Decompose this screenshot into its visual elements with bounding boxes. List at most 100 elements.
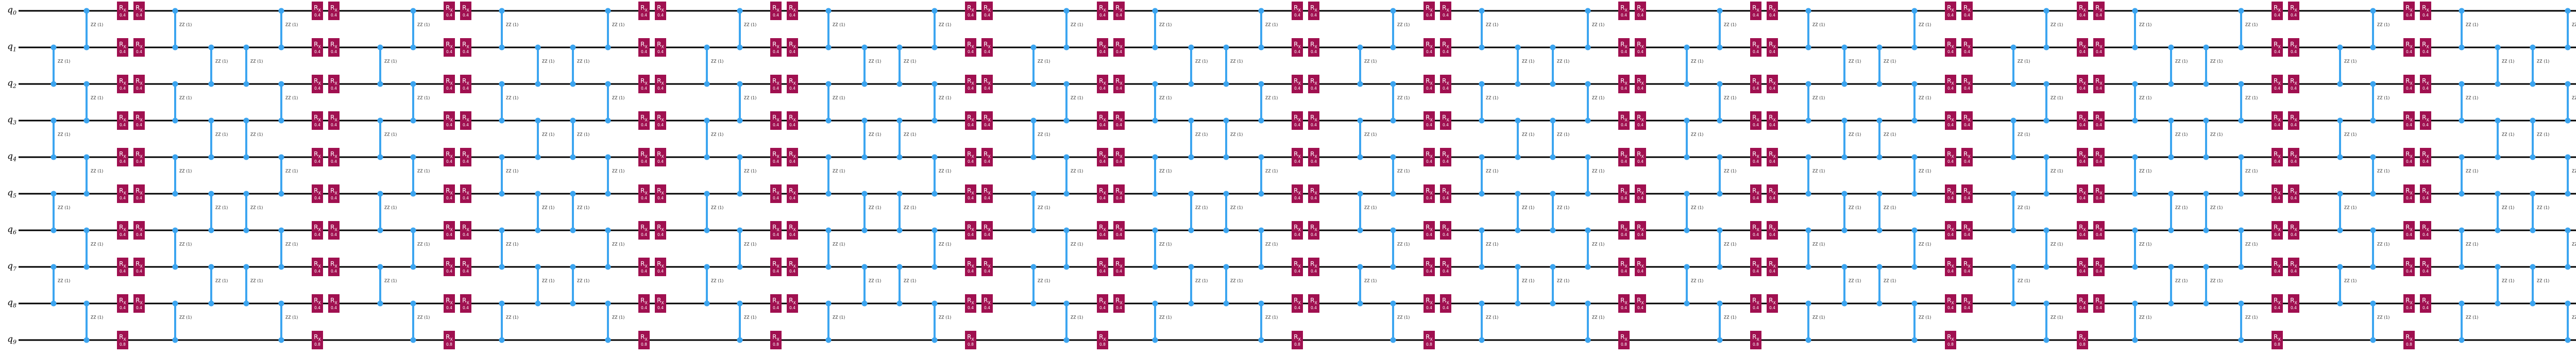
zz-gate-node-q5[interactable] — [278, 191, 284, 197]
zz-gate-node-q2[interactable] — [2495, 81, 2501, 87]
zz-gate-node-q3[interactable] — [1585, 117, 1591, 124]
zz-gate-link-q5-q6[interactable] — [1552, 194, 1554, 230]
zz-gate-node-q8[interactable] — [377, 300, 383, 307]
zz-gate-node-q3[interactable] — [825, 117, 832, 124]
zz-gate-node-q6[interactable] — [737, 227, 743, 233]
zz-gate-node-q7[interactable] — [1684, 264, 1690, 270]
zz-gate-link-q4-q5[interactable] — [1719, 157, 1721, 194]
zz-gate-link-q8-q9[interactable] — [1481, 303, 1483, 340]
zz-gate-node-q3[interactable] — [1188, 117, 1194, 124]
zz-gate-link-q7-q8[interactable] — [210, 267, 212, 303]
zz-gate-link-q7-q8[interactable] — [2497, 267, 2499, 303]
zz-gate-node-q7[interactable] — [2530, 264, 2536, 270]
zz-gate-link-q8-q9[interactable] — [1065, 303, 1067, 340]
zz-gate-node-q5[interactable] — [377, 191, 383, 197]
zz-gate-node-q3[interactable] — [2337, 117, 2343, 124]
zz-gate-node-q6[interactable] — [1585, 227, 1591, 233]
zz-gate-node-q3[interactable] — [704, 117, 710, 124]
zz-gate-node-q9[interactable] — [172, 337, 178, 343]
zz-gate-node-q1[interactable] — [2010, 44, 2016, 50]
zz-gate-link-q5-q6[interactable] — [1686, 194, 1688, 230]
zz-gate-node-q9[interactable] — [931, 337, 938, 343]
zz-gate-link-q7-q8[interactable] — [1359, 267, 1361, 303]
zz-gate-link-q4-q5[interactable] — [86, 157, 88, 194]
zz-gate-link-q8-q9[interactable] — [174, 303, 176, 340]
zz-gate-node-q6[interactable] — [1876, 227, 1883, 233]
zz-gate-node-q9[interactable] — [2459, 337, 2465, 343]
zz-gate-link-q2-q3[interactable] — [174, 84, 176, 121]
zz-gate-node-q7[interactable] — [499, 264, 505, 270]
zz-gate-node-q7[interactable] — [737, 264, 743, 270]
zz-gate-node-q7[interactable] — [1515, 264, 1521, 270]
zz-gate-node-q6[interactable] — [2203, 227, 2209, 233]
zz-gate-node-q8[interactable] — [499, 300, 505, 307]
zz-gate-node-q1[interactable] — [83, 44, 90, 50]
zz-gate-link-q6-q7[interactable] — [1154, 230, 1156, 267]
zz-gate-link-q0-q1[interactable] — [2134, 11, 2136, 47]
zz-gate-node-q1[interactable] — [172, 44, 178, 50]
zz-gate-link-q3-q4[interactable] — [379, 121, 381, 157]
zz-gate-node-q2[interactable] — [1357, 81, 1363, 87]
zz-gate-link-q3-q4[interactable] — [863, 121, 866, 157]
zz-gate-node-q9[interactable] — [2132, 337, 2138, 343]
zz-gate-link-q6-q7[interactable] — [2461, 230, 2463, 267]
zz-gate-node-q1[interactable] — [1876, 44, 1883, 50]
zz-gate-node-q0[interactable] — [1479, 8, 1485, 14]
zz-gate-node-q3[interactable] — [1223, 117, 1229, 124]
zz-gate-link-q8-q9[interactable] — [280, 303, 282, 340]
zz-gate-node-q8[interactable] — [2010, 300, 2016, 307]
zz-gate-node-q6[interactable] — [1223, 227, 1229, 233]
zz-gate-link-q5-q6[interactable] — [1359, 194, 1361, 230]
zz-gate-link-q3-q4[interactable] — [2205, 121, 2207, 157]
zz-gate-link-q1-q2[interactable] — [2497, 47, 2499, 84]
zz-gate-node-q1[interactable] — [2530, 44, 2536, 50]
zz-gate-link-q0-q1[interactable] — [607, 11, 609, 47]
zz-gate-node-q7[interactable] — [1390, 264, 1396, 270]
zz-gate-link-q7-q8[interactable] — [1032, 267, 1035, 303]
zz-gate-node-q2[interactable] — [2238, 81, 2244, 87]
zz-gate-link-q7-q8[interactable] — [537, 267, 539, 303]
zz-gate-node-q9[interactable] — [1585, 337, 1591, 343]
zz-gate-link-q0-q1[interactable] — [739, 11, 741, 47]
zz-gate-node-q6[interactable] — [931, 227, 938, 233]
zz-gate-node-q2[interactable] — [2010, 81, 2016, 87]
zz-gate-node-q7[interactable] — [83, 264, 90, 270]
zz-gate-node-q7[interactable] — [2043, 264, 2049, 270]
zz-gate-node-q3[interactable] — [535, 117, 541, 124]
